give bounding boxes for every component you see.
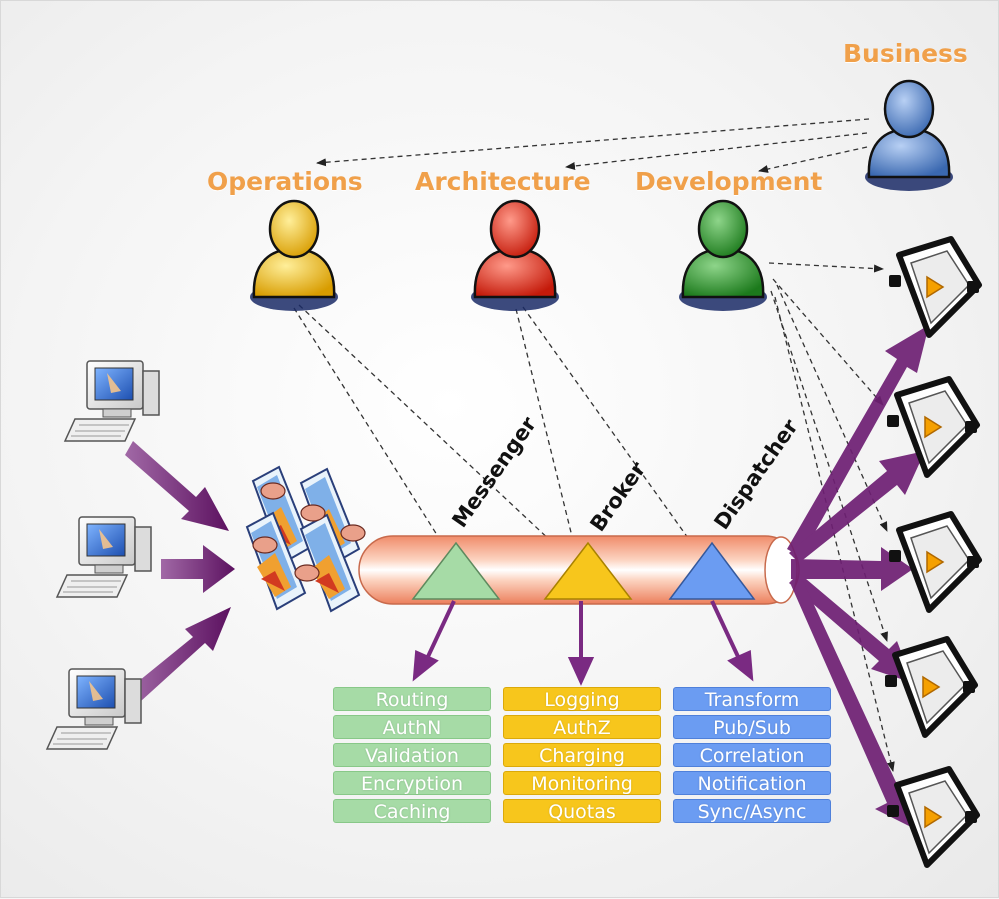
architecture-person-icon[interactable] xyxy=(469,199,561,313)
dispatcher-triangle[interactable] xyxy=(668,541,756,600)
client-computer-2[interactable] xyxy=(56,516,152,598)
capability-correlation: Correlation xyxy=(673,743,831,767)
business-dashed-links xyxy=(316,118,870,173)
capability-arrows xyxy=(412,600,754,686)
capability-monitoring: Monitoring xyxy=(503,771,661,795)
messenger-label: Messenger xyxy=(447,412,541,532)
development-label: Development xyxy=(635,167,823,196)
service-module-4[interactable] xyxy=(885,639,975,735)
capability-charging: Charging xyxy=(503,743,661,767)
architecture-label: Architecture xyxy=(415,167,591,196)
capability-authn: AuthN xyxy=(333,715,491,739)
service-arrows xyxy=(787,325,929,827)
operations-person-icon[interactable] xyxy=(248,199,340,313)
operations-label: Operations xyxy=(207,167,363,196)
gateway-cluster-icon[interactable] xyxy=(246,466,366,612)
development-person-icon[interactable] xyxy=(677,199,769,313)
capability-pubsub: Pub/Sub xyxy=(673,715,831,739)
capability-encryption: Encryption xyxy=(333,771,491,795)
capability-transform: Transform xyxy=(673,687,831,711)
business-person-icon[interactable] xyxy=(863,79,955,193)
capability-logging: Logging xyxy=(503,687,661,711)
dispatcher-label: Dispatcher xyxy=(709,414,803,533)
capability-caching: Caching xyxy=(333,799,491,823)
client-arrows xyxy=(125,441,235,701)
client-computer-3[interactable] xyxy=(46,668,142,750)
capability-sync-async: Sync/Async xyxy=(673,799,831,823)
service-module-1[interactable] xyxy=(889,239,979,335)
business-label: Business xyxy=(843,39,968,68)
capability-quotas: Quotas xyxy=(503,799,661,823)
messenger-triangle[interactable] xyxy=(411,541,501,600)
broker-triangle[interactable] xyxy=(543,541,633,600)
capability-routing: Routing xyxy=(333,687,491,711)
capability-authz: AuthZ xyxy=(503,715,661,739)
broker-label: Broker xyxy=(585,457,650,536)
capability-validation: Validation xyxy=(333,743,491,767)
capability-notification: Notification xyxy=(673,771,831,795)
client-computer-1[interactable] xyxy=(64,360,160,442)
